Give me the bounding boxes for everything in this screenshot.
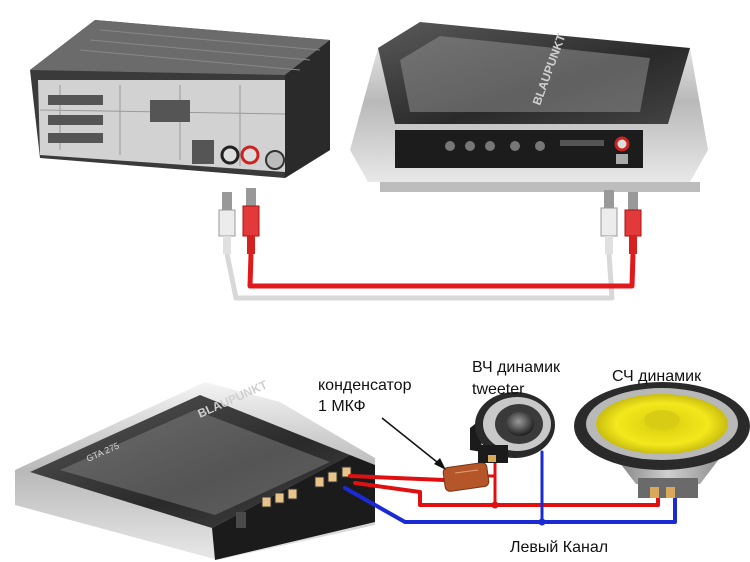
tweeter-label-en: tweeter	[472, 381, 525, 398]
junction-blue	[538, 518, 546, 526]
tweeter	[470, 392, 555, 463]
rca-cables	[224, 253, 636, 301]
amplifier-bottom: BLAUPUNKT GTA 275	[15, 377, 375, 560]
head-unit	[30, 20, 330, 178]
capacitor-label: конденсатор	[318, 377, 412, 394]
wire-red-to-capacitor	[348, 474, 446, 482]
wire-red-main	[353, 481, 660, 507]
rca-plugs-head-unit	[218, 188, 260, 254]
junction-red	[491, 501, 499, 509]
midrange-speaker	[574, 382, 750, 498]
rca-plugs-amplifier	[600, 190, 642, 254]
capacitor-pointer-arrowhead	[434, 458, 446, 470]
speaker-wires	[343, 450, 677, 526]
left-channel-label: Левый Канал	[510, 539, 609, 556]
midrange-label: СЧ динамик	[612, 368, 702, 385]
capacitor	[442, 462, 490, 492]
rca-cable-red	[247, 253, 636, 289]
tweeter-label-ru: ВЧ динамик	[472, 359, 561, 376]
amplifier-top: BLAUPUNKT	[350, 22, 708, 192]
capacitor-value-label: 1 МКФ	[318, 398, 366, 415]
capacitor-pointer	[381, 417, 443, 467]
rca-cable-white	[224, 253, 615, 301]
